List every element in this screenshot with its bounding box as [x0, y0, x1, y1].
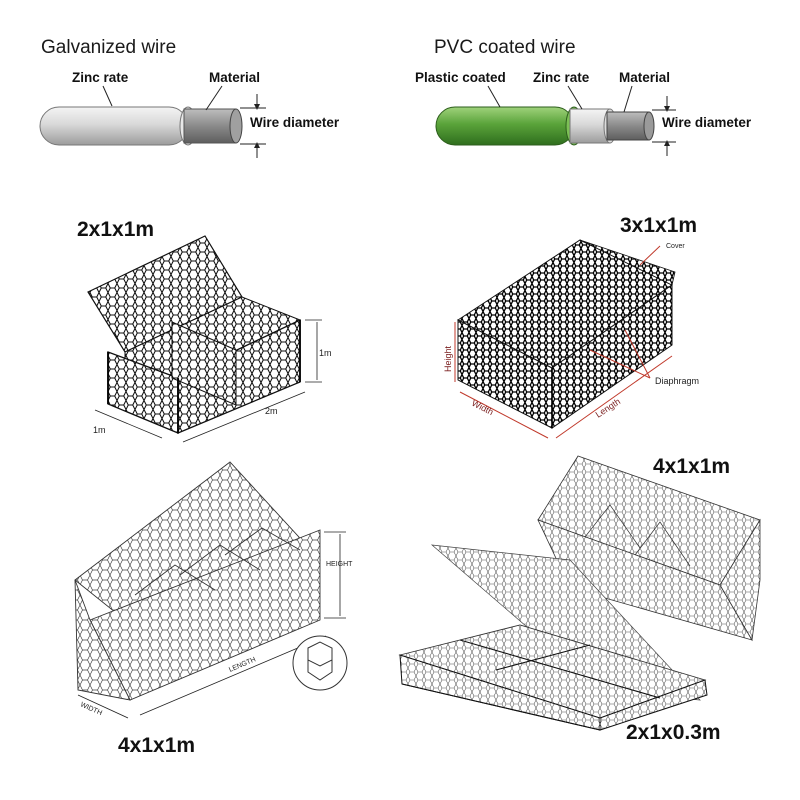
- box-a-width-label: 1m: [93, 425, 106, 435]
- box-b-length-label: Length: [594, 396, 623, 419]
- zinc-leader-line: [102, 85, 113, 107]
- gabion-3x1x1: 3x1x1m Cover Diaphragm Height Width Leng…: [443, 214, 699, 439]
- pvc-wire-illustration: [435, 106, 655, 146]
- box-c-size: 4x1x1m: [118, 734, 195, 757]
- galvanized-material-label: Material: [209, 70, 260, 85]
- pvc-material-label: Material: [619, 70, 670, 85]
- material-leader-line: [205, 85, 223, 111]
- box-d-size-top: 4x1x1m: [653, 455, 730, 478]
- pvc-diameter-label: Wire diameter: [662, 115, 752, 130]
- box-a-dimensions: [94, 319, 322, 443]
- box-d-size-bottom: 2x1x0.3m: [626, 721, 721, 744]
- box-b-cover-label: Cover: [666, 243, 685, 250]
- galvanized-zinc-label: Zinc rate: [72, 70, 129, 85]
- box-b-diaphragm-label: Diaphragm: [655, 376, 699, 386]
- galvanized-wire-diagram: Galvanized wire Zinc rate Material Wire …: [39, 37, 340, 158]
- pvc-material-leader-line: [623, 85, 633, 113]
- galvanized-title: Galvanized wire: [41, 37, 176, 58]
- gabion-4x1x1-right: 4x1x1m 2x1x0.3m: [398, 455, 761, 744]
- box-c-dimensions: [77, 531, 346, 719]
- galvanized-diameter-label: Wire diameter: [250, 115, 340, 130]
- box-c-width-label: WIDTH: [79, 701, 103, 717]
- galvanized-wire-illustration: [39, 106, 243, 146]
- box-c-height-label: HEIGHT: [326, 561, 353, 568]
- pvc-diameter-dimension: [652, 96, 676, 156]
- box-a-height-label: 1m: [319, 348, 332, 358]
- pvc-title: PVC coated wire: [434, 37, 576, 58]
- box-a-size: 2x1x1m: [77, 218, 154, 241]
- hexagon-mesh-detail: [292, 635, 348, 691]
- box-b-width-label: Width: [470, 398, 495, 417]
- pvc-zinc-label: Zinc rate: [533, 70, 590, 85]
- box-b-size: 3x1x1m: [620, 214, 697, 237]
- box-a-length-label: 2m: [265, 406, 278, 416]
- gabion-2x1x1: 2x1x1m 1m 2m 1m: [77, 218, 332, 443]
- gabion-4x1x1-left: HEIGHT LENGTH WIDTH 4x1x1m: [74, 461, 353, 757]
- pvc-plastic-label: Plastic coated: [415, 70, 506, 85]
- diameter-dimension: [240, 94, 266, 158]
- box-b-height-label: Height: [443, 345, 453, 372]
- plastic-leader-line: [487, 85, 501, 108]
- pvc-zinc-leader-line: [567, 85, 583, 110]
- box-b-dimensions: [454, 245, 673, 439]
- pvc-wire-diagram: PVC coated wire Plastic coated Zinc rate…: [415, 37, 752, 156]
